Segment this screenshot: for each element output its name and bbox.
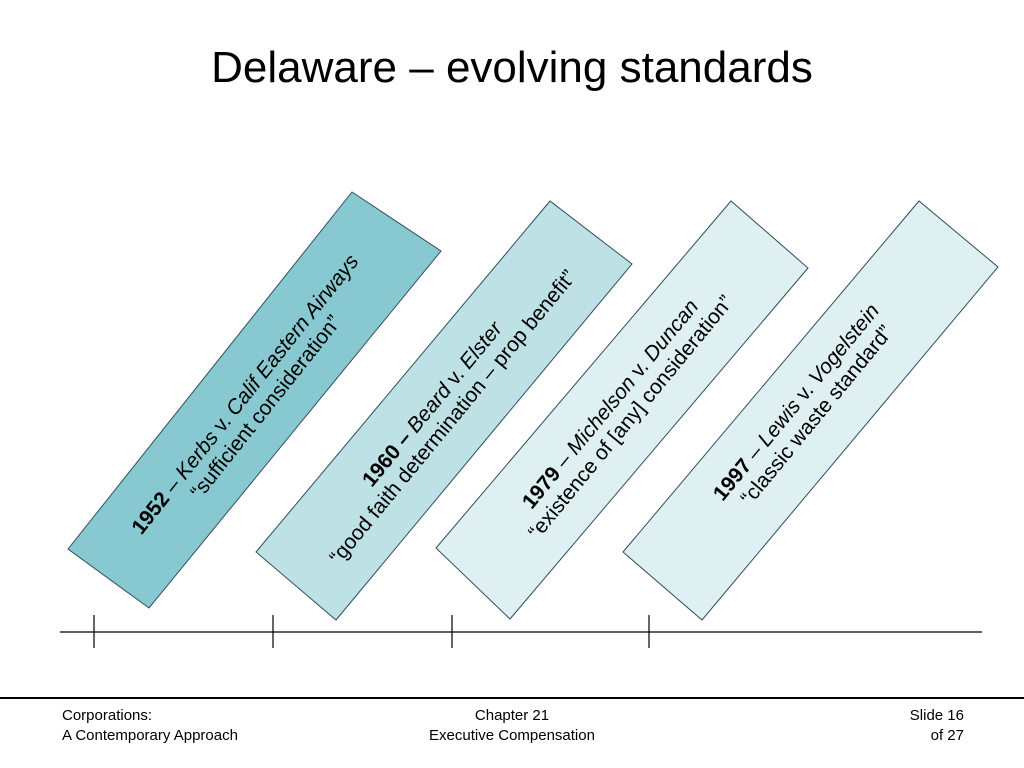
case-band-shape xyxy=(435,200,809,620)
footer-book-title: Corporations: A Contemporary Approach xyxy=(62,706,238,746)
slide-title: Delaware – evolving standards xyxy=(211,43,813,92)
footer-slide-number: Slide 16 of 27 xyxy=(910,706,964,746)
footer-slide-line2: of 27 xyxy=(930,727,964,744)
case-band-shape xyxy=(622,200,999,621)
footer-chapter-line2: Executive Compensation xyxy=(429,727,595,744)
footer-book-line2: A Contemporary Approach xyxy=(62,727,238,744)
case-band-shape xyxy=(255,200,633,621)
footer-divider xyxy=(0,697,1024,699)
footer-chapter-line1: Chapter 21 xyxy=(474,707,550,724)
case-band-shape xyxy=(67,191,442,609)
footer-slide-line1: Slide 16 xyxy=(909,707,964,724)
footer-book-line1: Corporations: xyxy=(62,707,153,724)
footer-chapter: Chapter 21 Executive Compensation xyxy=(362,706,662,746)
